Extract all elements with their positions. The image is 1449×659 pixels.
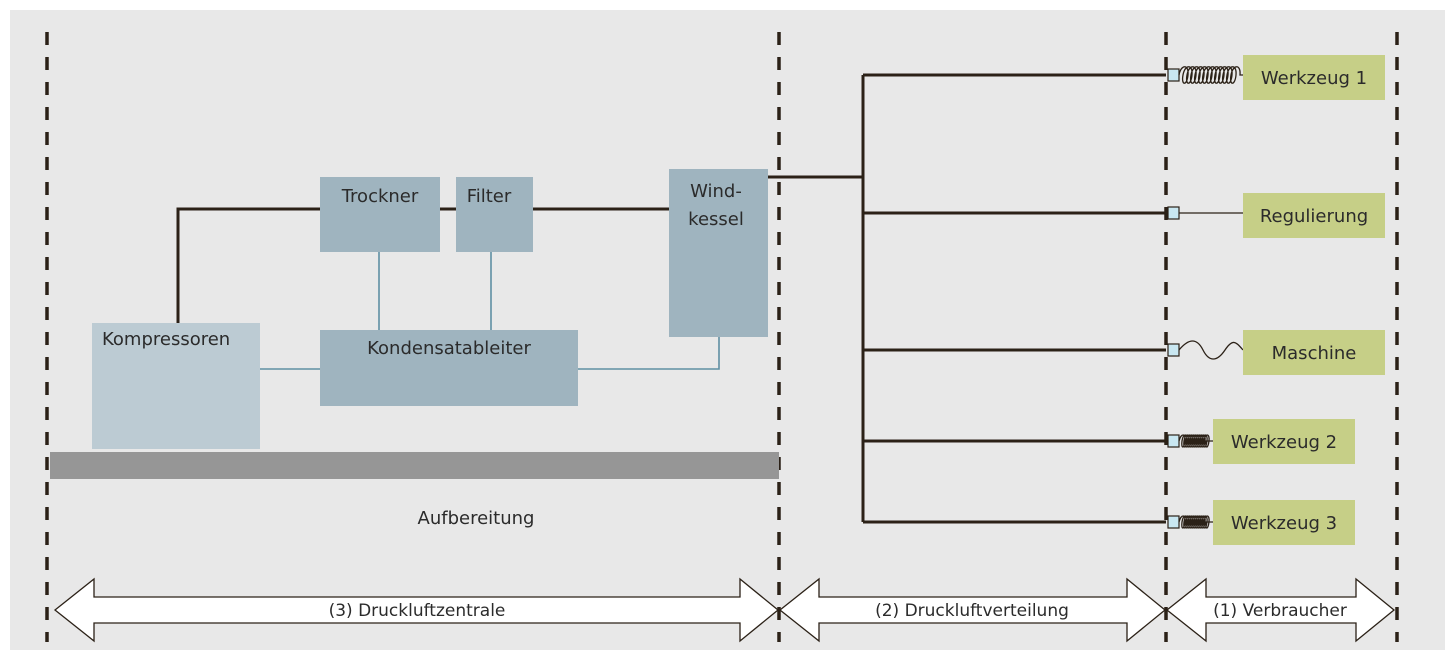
- hose-werkzeug-1-spiral: [1178, 66, 1243, 84]
- consumer-label-maschine: Maschine: [1272, 343, 1357, 364]
- hose-werkzeug-3-spiral: [1178, 515, 1213, 529]
- pipes: [176, 73, 1166, 524]
- consumer-label-werkzeug-3: Werkzeug 3: [1231, 513, 1337, 534]
- zone-arrows: [53, 577, 1396, 643]
- pipe-compressor-to-dryer: [176, 207, 320, 323]
- consumer-box-maschine: [1243, 330, 1385, 375]
- treatment-label: Aufbereitung: [418, 508, 535, 529]
- hose-werkzeug-2-spiral: [1178, 434, 1213, 448]
- zone-arrow-distribution: [778, 577, 1167, 643]
- receiver-box: [669, 169, 768, 337]
- coupling-werkzeug-1: [1167, 68, 1180, 82]
- filter-label: Filter: [467, 186, 512, 207]
- dryer-box: [320, 177, 440, 252]
- hose-maschine-wavy: [1178, 340, 1244, 360]
- consumer-label-werkzeug-2: Werkzeug 2: [1231, 432, 1337, 453]
- couplings: [1167, 68, 1180, 529]
- zone-label-distribution: (2) Druckluftverteilung: [875, 601, 1069, 621]
- condensate-drain-label: Kondensatableiter: [367, 338, 531, 359]
- consumer-label-werkzeug-1: Werkzeug 1: [1261, 68, 1367, 89]
- condensate-drain-box: [320, 330, 578, 406]
- zone-label-consumers: (1) Verbraucher: [1213, 601, 1347, 621]
- coupling-werkzeug-2: [1167, 434, 1180, 448]
- receiver-label-line2: kessel: [688, 209, 744, 230]
- condensate-lines: [260, 252, 720, 370]
- coupling-regulierung: [1167, 206, 1180, 220]
- zone-label-central-station: (3) Druckluftzentrale: [329, 601, 506, 621]
- filter-box: [456, 177, 533, 252]
- zone-dividers: [45, 32, 1399, 642]
- dryer-label: Trockner: [341, 186, 419, 207]
- compressor-box: [92, 323, 260, 449]
- compressor-label: Kompressoren: [102, 329, 230, 350]
- hoses: [1178, 66, 1244, 529]
- receiver-label-line1: Wind-: [690, 181, 742, 202]
- zone-arrow-consumers: [1165, 577, 1396, 643]
- zone-arrow-central-station: [53, 577, 780, 643]
- consumer-label-regulierung: Regulierung: [1260, 206, 1368, 227]
- consumer-box-werkzeug-2: [1213, 419, 1355, 464]
- condensate-line-receiver: [578, 337, 720, 370]
- consumer-box-werkzeug-1: [1243, 55, 1385, 100]
- consumer-box-werkzeug-3: [1213, 500, 1355, 545]
- consumer-box-regulierung: [1243, 193, 1385, 238]
- coupling-werkzeug-3: [1167, 515, 1180, 529]
- base-bar: [50, 452, 779, 479]
- coupling-maschine: [1167, 343, 1180, 357]
